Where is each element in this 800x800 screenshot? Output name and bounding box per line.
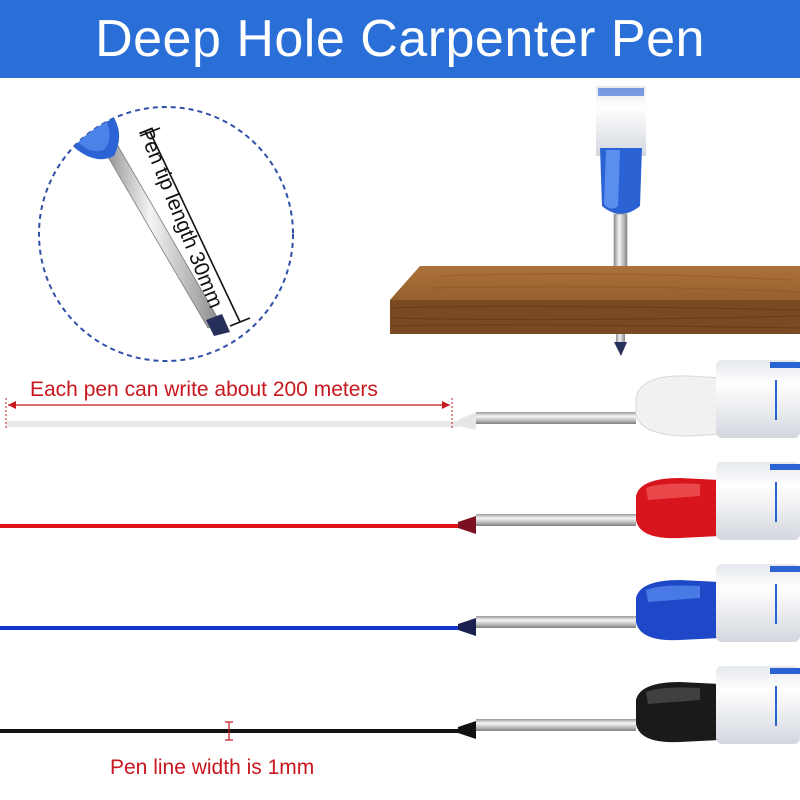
title-banner: Deep Hole Carpenter Pen [0, 0, 800, 78]
pen-row-blue [0, 564, 800, 642]
tip-zoom-circle [38, 106, 294, 362]
line-width-label: Pen line width is 1mm [110, 756, 315, 779]
pen-row-white [5, 360, 800, 438]
pen-row-black [0, 666, 800, 744]
page-title: Deep Hole Carpenter Pen [95, 10, 705, 68]
write-distance-label: Each pen can write about 200 meters [30, 378, 378, 401]
pen-row-red [0, 462, 800, 540]
wood-board-demo [389, 86, 800, 356]
